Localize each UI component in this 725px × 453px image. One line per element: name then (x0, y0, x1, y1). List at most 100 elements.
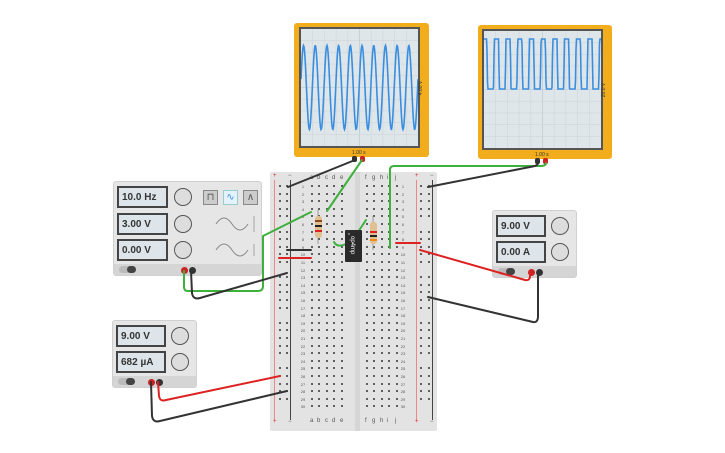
rail-hole[interactable] (286, 230, 288, 233)
scope2-probe-black[interactable] (535, 158, 540, 164)
rail-hole[interactable] (279, 382, 281, 385)
breadboard-hole[interactable] (311, 185, 313, 187)
breadboard-hole[interactable] (341, 185, 343, 187)
breadboard-hole[interactable] (381, 192, 383, 195)
rail-hole[interactable] (286, 238, 288, 241)
breadboard-hole[interactable] (326, 291, 328, 294)
rail-hole[interactable] (428, 397, 430, 400)
rail-hole[interactable] (286, 200, 288, 203)
op-amp-chip[interactable]: op4mp (345, 230, 362, 262)
breadboard-hole[interactable] (396, 283, 398, 286)
breadboard-hole[interactable] (341, 397, 343, 400)
negative-terminal[interactable] (189, 267, 196, 274)
breadboard-hole[interactable] (373, 382, 375, 385)
breadboard-hole[interactable] (366, 397, 368, 400)
rail-hole[interactable] (286, 185, 288, 187)
breadboard-hole[interactable] (326, 337, 328, 339)
resistor-2[interactable] (370, 216, 377, 250)
breadboard-hole[interactable] (326, 382, 328, 385)
breadboard-hole[interactable] (366, 405, 368, 408)
rail-hole[interactable] (279, 291, 281, 294)
rail-hole[interactable] (428, 299, 430, 301)
breadboard-hole[interactable] (318, 390, 320, 393)
positive-terminal[interactable] (528, 269, 535, 276)
rail-hole[interactable] (420, 382, 422, 385)
breadboard-hole[interactable] (366, 382, 368, 385)
breadboard-hole[interactable] (326, 185, 328, 187)
rail-hole[interactable] (428, 215, 430, 218)
breadboard-hole[interactable] (373, 283, 375, 286)
breadboard-hole[interactable] (333, 261, 335, 263)
rail-hole[interactable] (428, 344, 430, 347)
breadboard-hole[interactable] (341, 405, 343, 408)
breadboard-hole[interactable] (326, 253, 328, 256)
rail-hole[interactable] (428, 382, 430, 385)
breadboard-hole[interactable] (388, 261, 390, 263)
rail-hole[interactable] (286, 344, 288, 347)
scope1-probe-red[interactable] (360, 156, 365, 162)
breadboard-hole[interactable] (341, 375, 343, 377)
breadboard-hole[interactable] (341, 329, 343, 332)
breadboard-hole[interactable] (373, 390, 375, 393)
breadboard-hole[interactable] (366, 283, 368, 286)
breadboard-hole[interactable] (333, 405, 335, 408)
breadboard-hole[interactable] (311, 321, 313, 324)
breadboard-hole[interactable] (341, 230, 343, 233)
breadboard-hole[interactable] (341, 352, 343, 355)
rail-hole[interactable] (286, 397, 288, 400)
breadboard-hole[interactable] (381, 230, 383, 233)
rail-hole[interactable] (428, 261, 430, 263)
wire-red[interactable] (419, 249, 531, 282)
breadboard-hole[interactable] (366, 192, 368, 195)
breadboard-hole[interactable] (373, 261, 375, 263)
rail-hole[interactable] (428, 306, 430, 309)
breadboard-hole[interactable] (326, 230, 328, 233)
breadboard-hole[interactable] (311, 359, 313, 362)
breadboard-hole[interactable] (381, 344, 383, 347)
breadboard-hole[interactable] (311, 291, 313, 294)
breadboard-hole[interactable] (311, 382, 313, 385)
breadboard-hole[interactable] (333, 291, 335, 294)
breadboard-hole[interactable] (381, 390, 383, 393)
breadboard-hole[interactable] (366, 207, 368, 210)
breadboard-hole[interactable] (373, 397, 375, 400)
wire-black[interactable] (287, 159, 356, 188)
breadboard-hole[interactable] (318, 283, 320, 286)
rail-hole[interactable] (420, 283, 422, 286)
breadboard-hole[interactable] (341, 268, 343, 271)
current-knob[interactable] (171, 353, 189, 371)
breadboard-hole[interactable] (373, 314, 375, 317)
oscilloscope-2[interactable]: 20.0 V 1.00 s (478, 25, 612, 159)
rail-hole[interactable] (420, 238, 422, 241)
breadboard-hole[interactable] (388, 253, 390, 256)
breadboard-hole[interactable] (373, 245, 375, 248)
breadboard-hole[interactable] (311, 299, 313, 301)
breadboard-hole[interactable] (311, 306, 313, 309)
rail-hole[interactable] (428, 337, 430, 339)
breadboard-hole[interactable] (396, 215, 398, 218)
breadboard-hole[interactable] (381, 261, 383, 263)
breadboard-hole[interactable] (326, 397, 328, 400)
function-generator[interactable]: 10.0 Hz 3.00 V 0.00 V ⊓ ∿ ∧ (113, 181, 262, 276)
rail-hole[interactable] (279, 337, 281, 339)
rail-hole[interactable] (428, 390, 430, 393)
breadboard-hole[interactable] (366, 291, 368, 294)
breadboard-hole[interactable] (333, 276, 335, 279)
breadboard-hole[interactable] (366, 215, 368, 218)
breadboard-hole[interactable] (333, 283, 335, 286)
rail-hole[interactable] (420, 207, 422, 210)
breadboard-hole[interactable] (373, 375, 375, 377)
breadboard-hole[interactable] (326, 405, 328, 408)
breadboard-hole[interactable] (388, 306, 390, 309)
rail-hole[interactable] (428, 352, 430, 355)
breadboard-hole[interactable] (388, 390, 390, 393)
breadboard-hole[interactable] (396, 367, 398, 370)
breadboard-hole[interactable] (366, 344, 368, 347)
rail-hole[interactable] (428, 329, 430, 332)
breadboard-hole[interactable] (326, 306, 328, 309)
breadboard-hole[interactable] (381, 367, 383, 370)
breadboard-hole[interactable] (381, 352, 383, 355)
breadboard-hole[interactable] (388, 382, 390, 385)
rail-hole[interactable] (286, 321, 288, 324)
breadboard-hole[interactable] (341, 321, 343, 324)
